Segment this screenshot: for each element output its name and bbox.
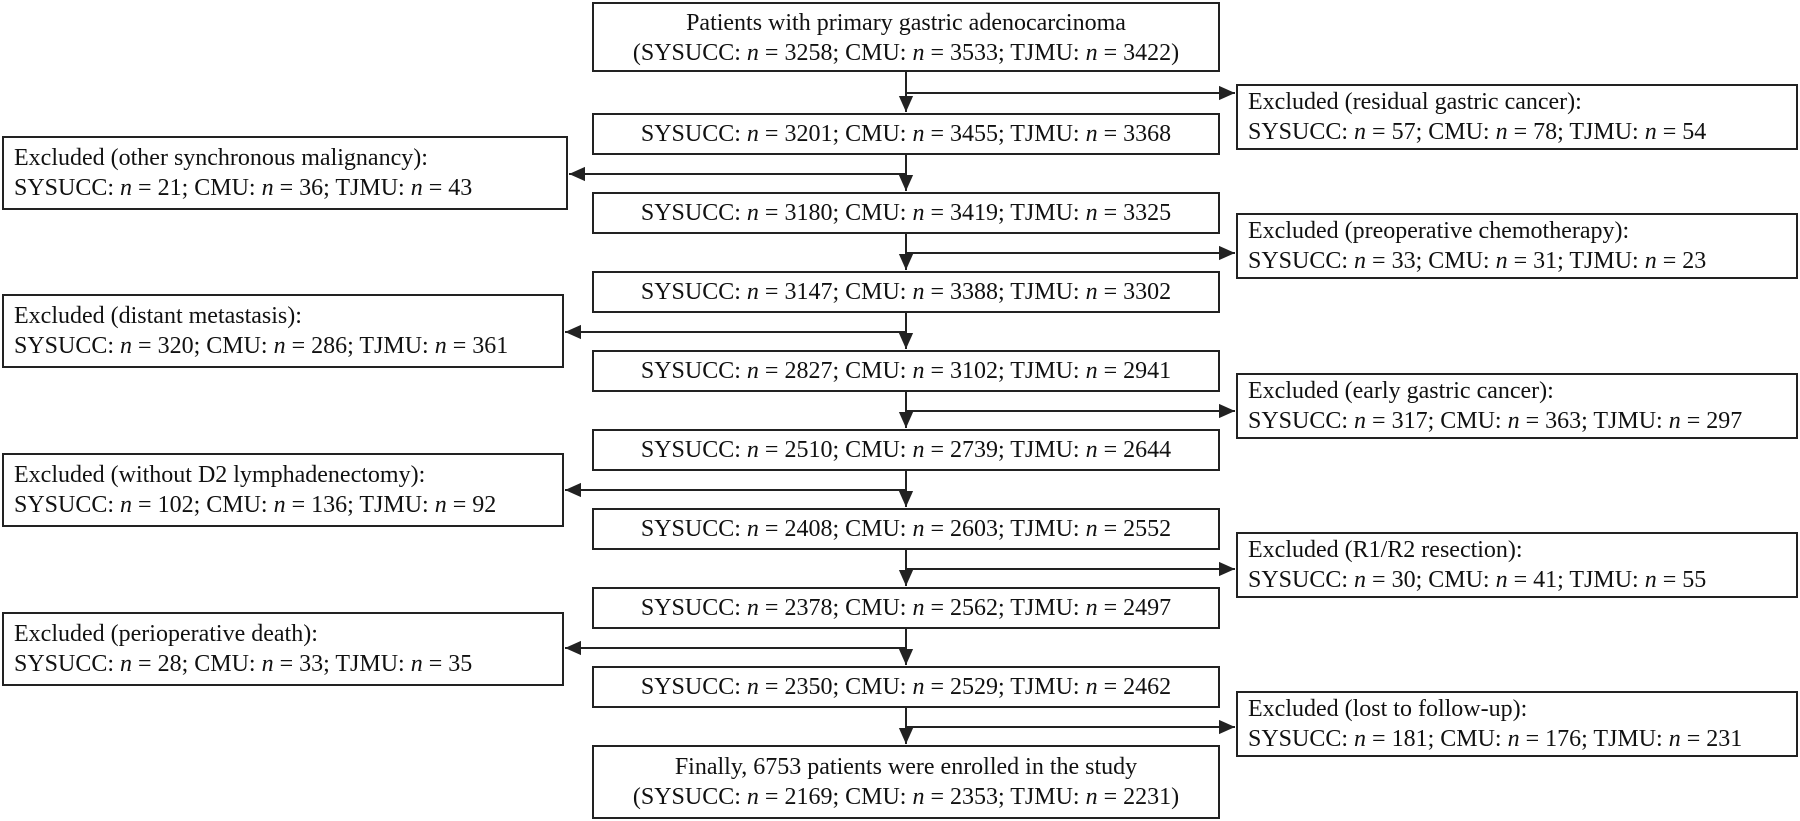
exclusion-counts: SYSUCC: n = 320; CMU: n = 286; TJMU: n =… — [14, 333, 509, 359]
exclusion-title: Excluded (R1/R2 resection): — [1248, 537, 1523, 563]
exclusion-title: Excluded (residual gastric cancer): — [1248, 89, 1582, 115]
step-box-8: SYSUCC: n = 2350; CMU: n = 2529; TJMU: n… — [592, 666, 1220, 708]
step-box-6: SYSUCC: n = 2408; CMU: n = 2603; TJMU: n… — [592, 508, 1220, 550]
exclusion-counts: SYSUCC: n = 181; CMU: n = 176; TJMU: n =… — [1248, 726, 1743, 752]
step-counts: SYSUCC: n = 2350; CMU: n = 2529; TJMU: n… — [640, 674, 1172, 700]
exclusion-title: Excluded (without D2 lymphadenectomy): — [14, 462, 426, 488]
exclusion-box-2: Excluded (other synchronous malignancy):… — [2, 136, 568, 210]
exclusion-title: Excluded (perioperative death): — [14, 621, 318, 647]
exclusion-counts: SYSUCC: n = 30; CMU: n = 41; TJMU: n = 5… — [1248, 567, 1707, 593]
step-box-5: SYSUCC: n = 2510; CMU: n = 2739; TJMU: n… — [592, 429, 1220, 471]
step-box-1: SYSUCC: n = 3201; CMU: n = 3455; TJMU: n… — [592, 113, 1220, 155]
exclusion-title: Excluded (early gastric cancer): — [1248, 378, 1554, 404]
exclusion-box-1: Excluded (residual gastric cancer): SYSUC… — [1236, 84, 1798, 150]
final-counts: (SYSUCC: n = 2169; CMU: n = 2353; TJMU: … — [632, 784, 1180, 810]
exclusion-box-8: Excluded (perioperative death): SYSUCC: n… — [2, 612, 564, 686]
exclusion-title: Excluded (preoperative chemotherapy): — [1248, 218, 1630, 244]
start-box: Patients with primary gastric adenocarci… — [592, 2, 1220, 72]
exclusion-box-6: Excluded (without D2 lymphadenectomy): SY… — [2, 453, 564, 527]
step-counts: SYSUCC: n = 2408; CMU: n = 2603; TJMU: n… — [640, 516, 1172, 542]
exclusion-title: Excluded (other synchronous malignancy): — [14, 145, 428, 171]
step-counts: SYSUCC: n = 3180; CMU: n = 3419; TJMU: n… — [640, 200, 1172, 226]
start-counts: (SYSUCC: n = 3258; CMU: n = 3533; TJMU: … — [632, 40, 1180, 66]
step-box-3: SYSUCC: n = 3147; CMU: n = 3388; TJMU: n… — [592, 271, 1220, 313]
step-counts: SYSUCC: n = 3147; CMU: n = 3388; TJMU: n… — [640, 279, 1172, 305]
exclusion-counts: SYSUCC: n = 21; CMU: n = 36; TJMU: n = 4… — [14, 175, 473, 201]
final-title: Finally, 6753 patients were enrolled in … — [674, 754, 1138, 780]
exclusion-counts: SYSUCC: n = 28; CMU: n = 33; TJMU: n = 3… — [14, 651, 473, 677]
exclusion-title: Excluded (distant metastasis): — [14, 303, 302, 329]
exclusion-counts: SYSUCC: n = 57; CMU: n = 78; TJMU: n = 5… — [1248, 119, 1707, 145]
step-counts: SYSUCC: n = 2378; CMU: n = 2562; TJMU: n… — [640, 595, 1172, 621]
step-box-7: SYSUCC: n = 2378; CMU: n = 2562; TJMU: n… — [592, 587, 1220, 629]
start-title: Patients with primary gastric adenocarci… — [686, 10, 1126, 36]
step-counts: SYSUCC: n = 2510; CMU: n = 2739; TJMU: n… — [640, 437, 1172, 463]
step-box-4: SYSUCC: n = 2827; CMU: n = 3102; TJMU: n… — [592, 350, 1220, 392]
exclusion-title: Excluded (lost to follow-up): — [1248, 696, 1528, 722]
final-box: Finally, 6753 patients were enrolled in … — [592, 745, 1220, 819]
step-counts: SYSUCC: n = 3201; CMU: n = 3455; TJMU: n… — [640, 121, 1172, 147]
exclusion-counts: SYSUCC: n = 317; CMU: n = 363; TJMU: n =… — [1248, 408, 1743, 434]
step-counts: SYSUCC: n = 2827; CMU: n = 3102; TJMU: n… — [640, 358, 1172, 384]
exclusion-counts: SYSUCC: n = 102; CMU: n = 136; TJMU: n =… — [14, 492, 497, 518]
exclusion-box-3: Excluded (preoperative chemotherapy): SYS… — [1236, 213, 1798, 279]
exclusion-box-5: Excluded (early gastric cancer): SYSUCC: … — [1236, 373, 1798, 439]
exclusion-box-7: Excluded (R1/R2 resection): SYSUCC: n = 3… — [1236, 532, 1798, 598]
step-box-2: SYSUCC: n = 3180; CMU: n = 3419; TJMU: n… — [592, 192, 1220, 234]
exclusion-counts: SYSUCC: n = 33; CMU: n = 31; TJMU: n = 2… — [1248, 248, 1707, 274]
exclusion-box-9: Excluded (lost to follow-up): SYSUCC: n =… — [1236, 691, 1798, 757]
exclusion-box-4: Excluded (distant metastasis): SYSUCC: n … — [2, 294, 564, 368]
